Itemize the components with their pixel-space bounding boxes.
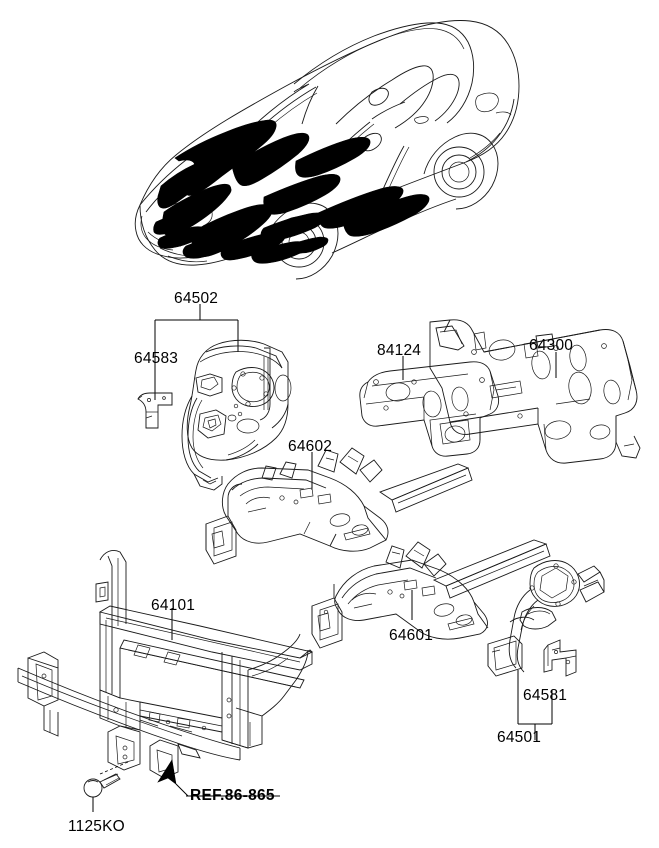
part-64602-side-member-lh — [205, 447, 473, 565]
part-label-64602: 64602 — [288, 438, 333, 455]
part-84124-shape — [359, 361, 500, 457]
part-64502-shape — [181, 339, 292, 491]
vehicle-illustration — [134, 20, 520, 280]
part-label-64300: 64300 — [529, 337, 574, 354]
part-64501-fender-apron-rh — [487, 560, 605, 740]
part-label-1125ko: 1125KO — [68, 818, 125, 835]
part-64602-shape — [205, 447, 473, 565]
part-label-64581: 64581 — [523, 687, 568, 704]
part-label-64601: 64601 — [389, 627, 434, 644]
part-64583-shape — [137, 392, 173, 429]
part-64101-shape — [17, 549, 314, 779]
part-label-64101: 64101 — [151, 597, 196, 614]
part-label-64501: 64501 — [497, 729, 542, 746]
part-64502-fender-apron-lh — [137, 304, 292, 491]
reference-callout-86-865: REF.86-865 — [190, 787, 275, 804]
part-1125ko-bolt — [83, 773, 121, 812]
part-64601-shape — [311, 539, 551, 649]
part-64300-shape — [429, 319, 641, 464]
part-64300-dash-panel — [429, 319, 641, 464]
part-64501-shape — [487, 560, 605, 677]
part-84124-dash-pad — [359, 356, 500, 457]
part-label-64502: 64502 — [174, 290, 219, 307]
part-64101-radiator-support — [17, 549, 314, 797]
part-label-84124: 84124 — [377, 342, 422, 359]
part-64581-shape — [543, 639, 577, 677]
part-64601-side-member-rh — [311, 539, 551, 649]
part-label-64583: 64583 — [134, 350, 179, 367]
